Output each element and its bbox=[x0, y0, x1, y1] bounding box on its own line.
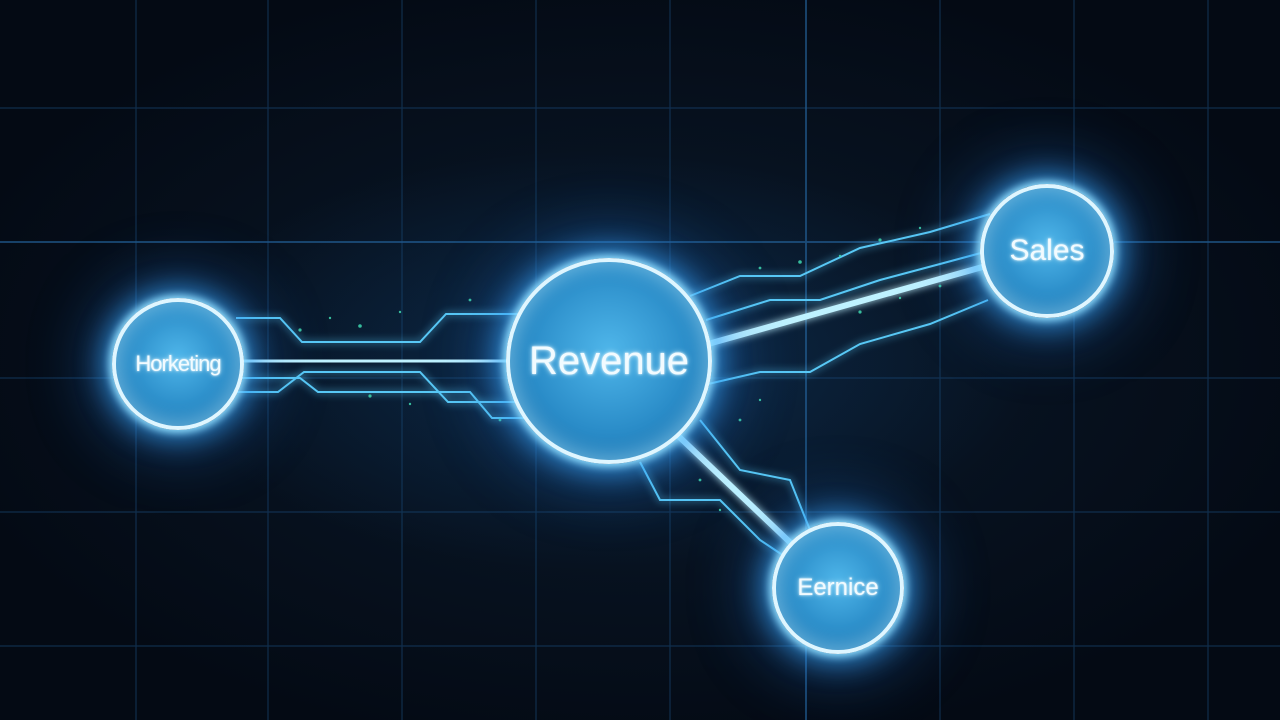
particle-specks bbox=[298, 226, 942, 512]
marketing-main-link bbox=[241, 357, 513, 365]
marketing-connector bbox=[236, 313, 526, 419]
sales-node[interactable]: Sales bbox=[980, 184, 1114, 318]
revenue-node[interactable]: Revenue bbox=[506, 258, 712, 464]
service-connector bbox=[639, 419, 811, 561]
service-main-link bbox=[669, 427, 799, 551]
sales-connector bbox=[689, 213, 993, 385]
marketing-node-label: Horketing bbox=[135, 351, 221, 376]
sales-main-link bbox=[707, 263, 987, 347]
service-node-label: Eernice bbox=[797, 574, 879, 601]
marketing-node[interactable]: Horketing bbox=[112, 298, 244, 430]
service-node[interactable]: Eernice bbox=[772, 522, 904, 654]
revenue-node-label: Revenue bbox=[528, 338, 690, 383]
sales-node-label: Sales bbox=[1009, 234, 1085, 267]
